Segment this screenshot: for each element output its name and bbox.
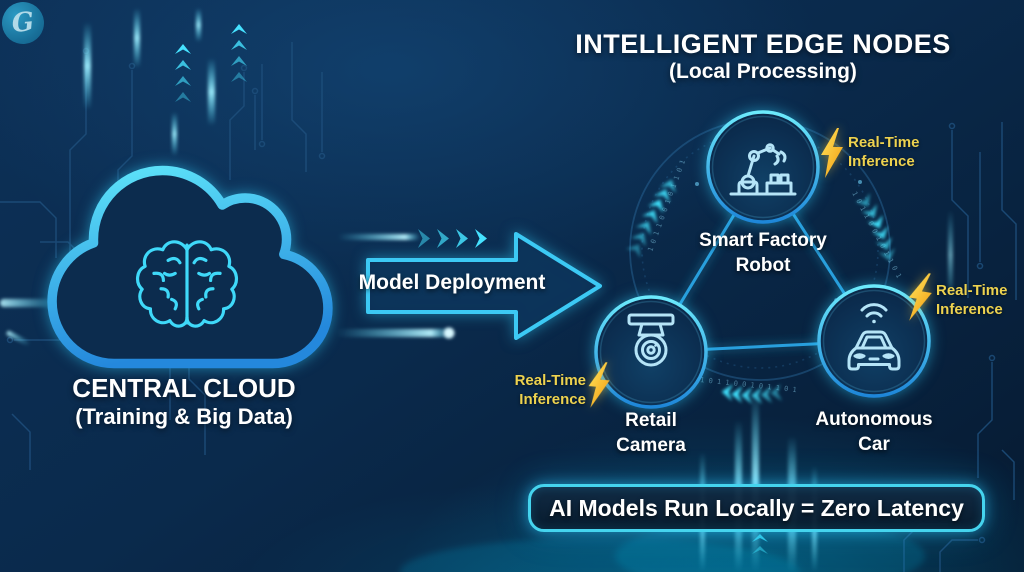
lightning-bolt-icon xyxy=(908,273,932,321)
zero-latency-banner: AI Models Run Locally = Zero Latency xyxy=(528,484,985,532)
node-label-autonomous-car: Autonomous Car xyxy=(815,409,933,455)
model-deployment-arrow xyxy=(366,232,602,340)
connected-car-icon xyxy=(847,303,901,371)
cloud-icon xyxy=(47,165,333,369)
dome-camera-icon xyxy=(627,313,675,367)
brand-glyph: G xyxy=(10,6,36,40)
edge-section-title: INTELLIGENT EDGE NODES xyxy=(575,29,951,59)
deployment-streams xyxy=(336,229,487,339)
robot-arm-icon xyxy=(729,143,797,196)
zero-latency-banner-text: AI Models Run Locally = Zero Latency xyxy=(549,494,964,521)
ring-chevrons xyxy=(626,179,895,404)
node-label-retail-camera: Retail Camera xyxy=(616,410,686,456)
model-deployment-label: Model Deployment xyxy=(358,271,546,294)
lightning-bolt-icon xyxy=(821,128,843,178)
svg-text:1 0 1 1 0 0 1 0 1 1 0 1: 1 0 1 1 0 0 1 0 1 1 0 1 xyxy=(850,190,903,279)
lightning-bolt-icon xyxy=(588,362,610,408)
realtime-inference-badge-camera: Real-Time Inference xyxy=(514,372,586,408)
chevron-up-stacks xyxy=(175,24,247,102)
cloud-subtitle: (Training & Big Data) xyxy=(75,404,293,429)
realtime-inference-badge-car: Real-Time Inference xyxy=(936,282,1008,318)
edge-node-autonomous-car xyxy=(809,276,939,406)
brain-icon xyxy=(136,240,238,328)
wifi-icon xyxy=(860,303,888,324)
realtime-inference-badge-robot: Real-Time Inference xyxy=(848,134,920,170)
edge-section-subtitle: (Local Processing) xyxy=(669,60,857,83)
edge-node-smart-factory-robot xyxy=(698,102,828,232)
data-streams-top-left xyxy=(0,8,215,346)
cloud-title: CENTRAL CLOUD xyxy=(72,373,296,403)
node-label-smart-factory-robot: Smart Factory Robot xyxy=(699,230,827,276)
edge-node-retail-camera xyxy=(586,287,716,417)
